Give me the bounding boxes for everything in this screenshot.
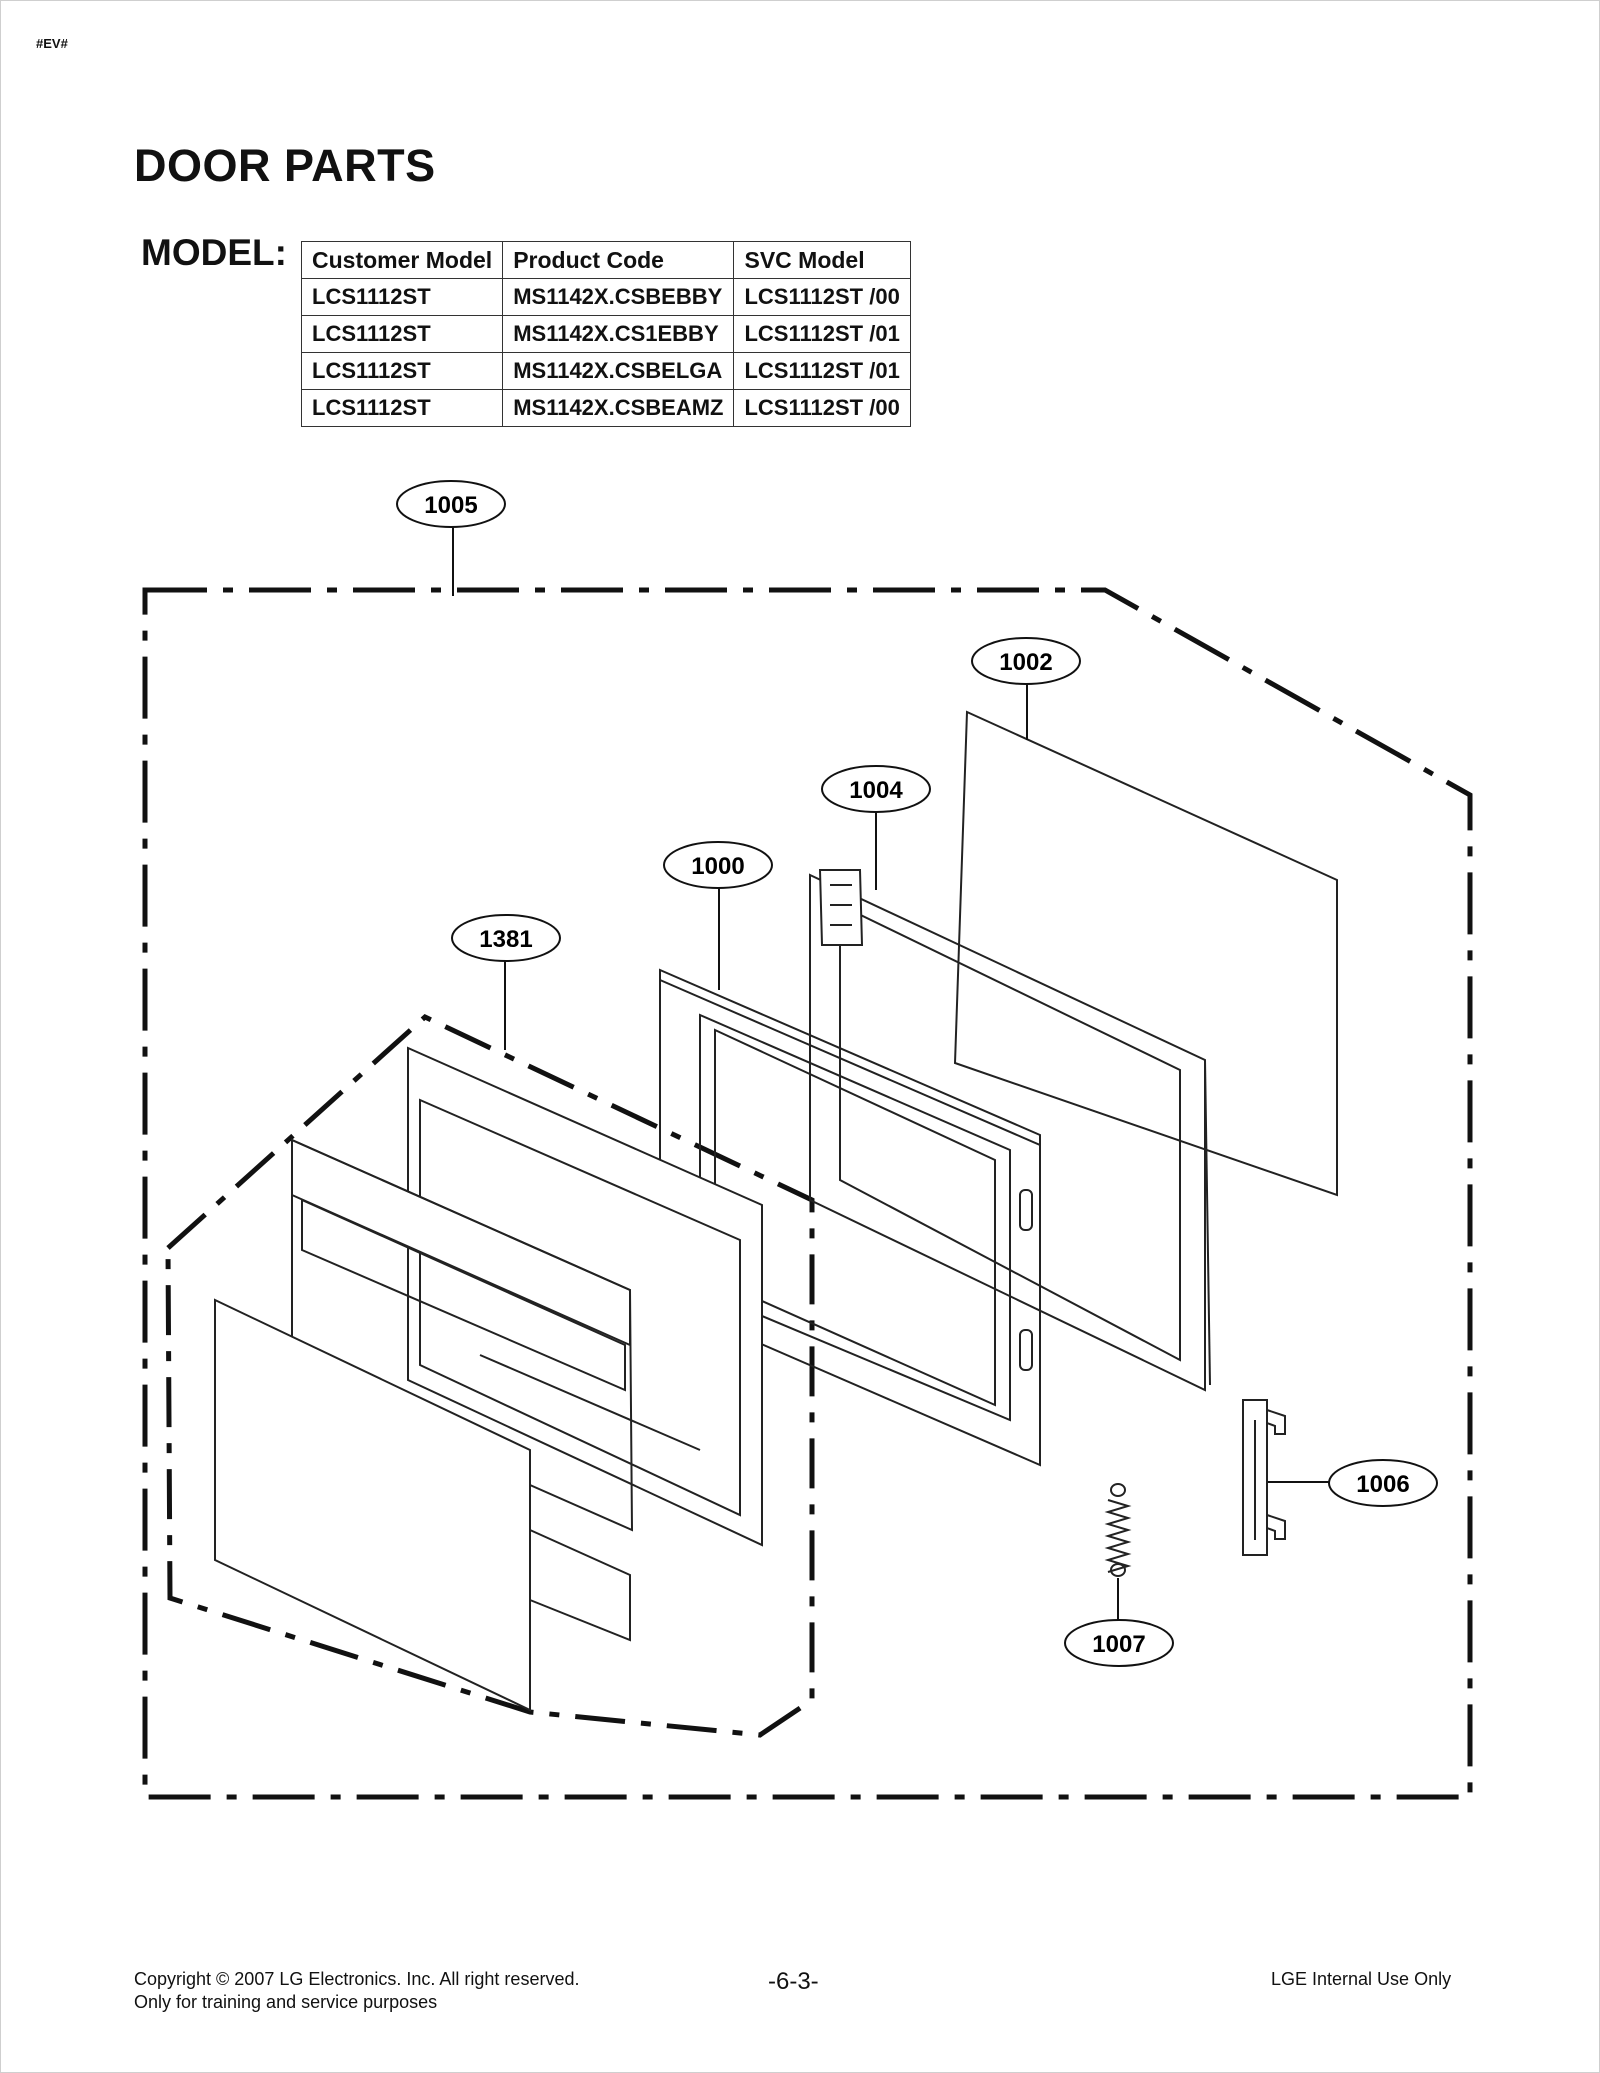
door-front-boundary <box>165 1014 815 1738</box>
callout-1381: 1381 <box>451 914 561 962</box>
table-cell: LCS1112ST /00 <box>733 278 911 316</box>
table-row: LCS1112ST MS1142X.CSBELGA LCS1112ST /01 <box>300 352 911 390</box>
door-front-part <box>214 1046 763 1712</box>
table-cell: LCS1112ST /01 <box>733 352 911 390</box>
callout-label: 1002 <box>999 649 1052 676</box>
table-cell: LCS1112ST /00 <box>733 389 911 427</box>
document-tag: #EV# <box>36 36 68 51</box>
callout-1006: 1006 <box>1328 1459 1438 1507</box>
callout-label: 1005 <box>424 492 477 519</box>
model-label: MODEL: <box>141 232 287 273</box>
glass-sheet-part <box>953 710 1338 1197</box>
callout-1004: 1004 <box>821 765 931 813</box>
callout-label: 1381 <box>479 926 532 953</box>
table-cell: LCS1112ST <box>300 315 504 353</box>
assembly-boundary <box>142 587 1473 1800</box>
table-cell: LCS1112ST /01 <box>733 315 911 353</box>
callout-label: 1007 <box>1092 1631 1145 1658</box>
callout-1000: 1000 <box>663 841 773 889</box>
table-header-row: Customer Model Product Code SVC Model <box>300 241 911 279</box>
column-header-product-code: Product Code <box>502 241 735 279</box>
table-cell: LCS1112ST <box>300 352 504 390</box>
table-cell: MS1142X.CSBEAMZ <box>502 389 735 427</box>
column-header-customer-model: Customer Model <box>300 241 504 279</box>
callout-1005: 1005 <box>396 480 506 528</box>
page-title: DOOR PARTS <box>134 140 436 191</box>
page-number: -6-3- <box>768 1968 819 1995</box>
internal-use-note: LGE Internal Use Only <box>1271 1969 1452 1989</box>
leader-lines <box>452 527 1329 1623</box>
callout-label: 1006 <box>1356 1471 1409 1498</box>
table-cell: LCS1112ST <box>300 389 504 427</box>
table-row: LCS1112ST MS1142X.CSBEAMZ LCS1112ST /00 <box>300 389 911 427</box>
copyright-text: Copyright © 2007 LG Electronics. Inc. Al… <box>134 1969 580 1989</box>
callout-label: 1004 <box>849 777 903 804</box>
table-cell: LCS1112ST <box>300 278 504 316</box>
callout-label: 1000 <box>691 853 744 880</box>
latch-part <box>1242 1399 1286 1556</box>
model-table: Customer Model Product Code SVC Model LC… <box>300 241 911 427</box>
spring-part <box>1104 1483 1132 1577</box>
callout-1002: 1002 <box>971 637 1081 685</box>
callout-1007: 1007 <box>1064 1619 1174 1667</box>
table-cell: MS1142X.CSBELGA <box>502 352 735 390</box>
table-row: LCS1112ST MS1142X.CSBEBBY LCS1112ST /00 <box>300 278 911 316</box>
training-note: Only for training and service purposes <box>134 1992 438 2012</box>
table-row: LCS1112ST MS1142X.CS1EBBY LCS1112ST /01 <box>300 315 911 353</box>
